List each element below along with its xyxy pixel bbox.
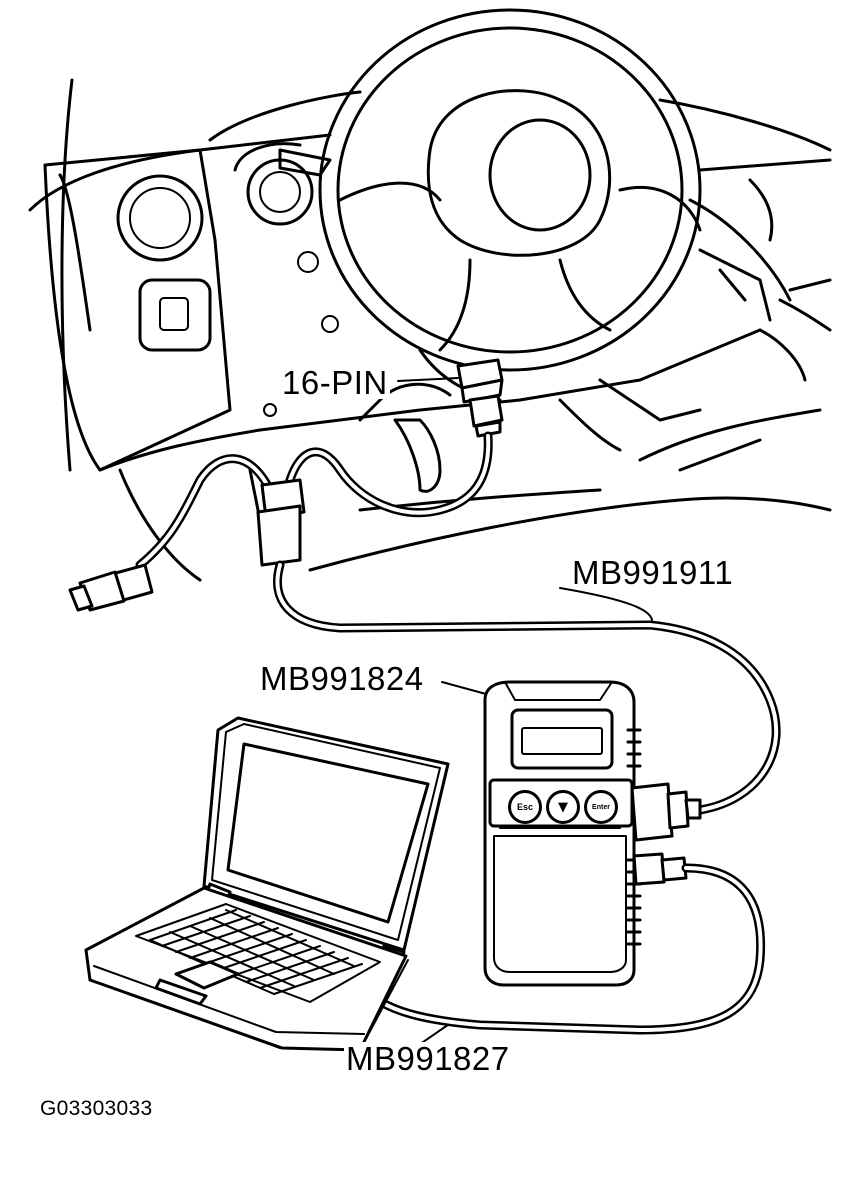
scan-tool-enter-button: Enter <box>584 790 618 824</box>
usb-cable-label: MB991827 <box>344 1040 512 1077</box>
scan-tool-esc-button: Esc <box>508 790 542 824</box>
scan-tool-device <box>483 680 702 987</box>
figure-id: G03303033 <box>38 1097 155 1120</box>
scan-tool-down-button: ▼ <box>546 790 580 824</box>
scan-tool-label: MB991824 <box>258 660 426 697</box>
down-arrow-icon: ▼ <box>558 799 568 815</box>
connector-label: 16-PIN <box>280 364 390 401</box>
harness-cable <box>68 431 781 815</box>
esc-button-label: Esc <box>516 802 533 812</box>
laptop <box>84 716 450 1052</box>
enter-button-label: Enter <box>592 803 610 811</box>
connector-16-pin <box>456 358 504 438</box>
dashboard-drawing <box>28 8 832 582</box>
harness-label: MB991911 <box>570 554 736 591</box>
